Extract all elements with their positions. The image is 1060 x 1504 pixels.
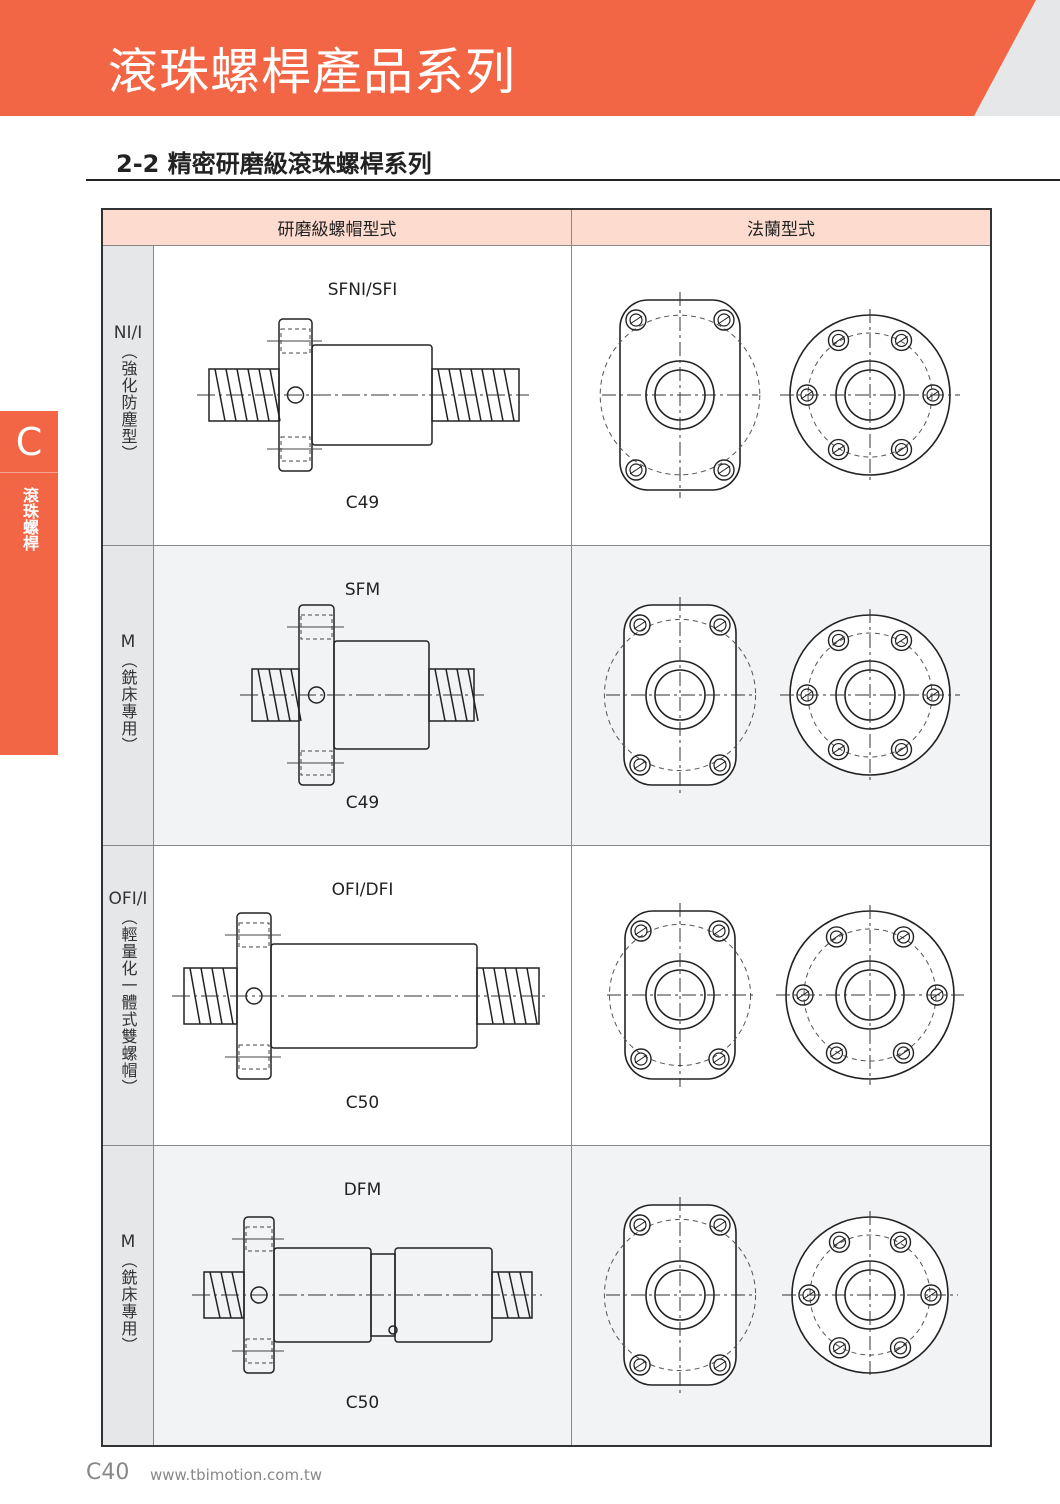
catalog-page-link[interactable]: C50 — [345, 1092, 380, 1113]
nut-drawing — [172, 911, 549, 1080]
cut-flange-view — [599, 291, 761, 498]
nut-type-desc: （輕量化一體式雙螺帽） — [118, 909, 138, 1096]
cut-flange-view — [603, 596, 757, 793]
round-flange-view — [780, 608, 960, 781]
column-header-nut-type: 研磨級螺帽型式 — [101, 208, 572, 246]
nut-type-code: M — [120, 1231, 136, 1252]
flange-drawing-cell — [571, 1144, 992, 1446]
nut-drawing-cell: OFI/DFI C50 — [153, 844, 572, 1146]
nut-drawing-cell: SFM C49 — [153, 544, 572, 846]
cut-flange-view — [607, 902, 753, 1087]
nut-type-desc: （銑床專用） — [118, 651, 138, 754]
nut-drawing-cell: DFM C50 — [153, 1144, 572, 1446]
banner-corner — [974, 0, 1036, 116]
chapter-letter: C — [0, 411, 58, 473]
flange-drawing — [603, 596, 960, 793]
page-number: C40 — [86, 1460, 130, 1485]
nut-drawing — [192, 1215, 542, 1374]
nut-type-code: M — [120, 631, 136, 652]
nut-drawing — [197, 317, 529, 472]
table-row: M （銑床專用） DFM C50 — [101, 1144, 992, 1446]
nut-type-desc: （銑床專用） — [118, 1251, 138, 1354]
product-table: 研磨級螺帽型式 法蘭型式 NI/I （強化防塵型） SFNI/SFI C49 M… — [101, 208, 992, 1447]
nut-type-label: OFI/I （輕量化一體式雙螺帽） — [101, 844, 154, 1146]
nut-drawing-cell: SFNI/SFI C49 — [153, 244, 572, 546]
nut-type-label: M （銑床專用） — [101, 1144, 154, 1446]
model-name: SFNI/SFI — [327, 279, 398, 300]
round-flange-view — [782, 1210, 958, 1379]
catalog-page-link[interactable]: C49 — [345, 792, 380, 813]
catalog-page-link[interactable]: C49 — [345, 492, 380, 513]
banner-corner-fill — [1036, 0, 1060, 116]
cut-flange-view — [603, 1196, 757, 1393]
oil-hole — [388, 1324, 398, 1335]
flange-drawing-cell — [571, 544, 992, 846]
model-name: OFI/DFI — [331, 879, 394, 900]
model-name: DFM — [343, 1179, 382, 1200]
chapter-tab[interactable]: C 滾珠螺桿 — [0, 411, 58, 755]
website-link[interactable]: www.tbimotion.com.tw — [150, 1466, 323, 1484]
round-flange-view — [780, 308, 960, 481]
chapter-label: 滾珠螺桿 — [20, 487, 39, 551]
flange-drawing-cell — [571, 844, 992, 1146]
nut-type-desc: （強化防塵型） — [118, 343, 138, 462]
table-row: M （銑床專用） SFM C49 — [101, 544, 992, 846]
section-title: 2-2 精密研磨級滾珠螺桿系列 — [116, 150, 432, 178]
screw-shaft — [208, 367, 281, 422]
table-row: NI/I （強化防塵型） SFNI/SFI C49 — [101, 244, 992, 546]
catalog-page-link[interactable]: C50 — [345, 1392, 380, 1413]
nut-type-code: NI/I — [113, 323, 143, 343]
page-title: 滾珠螺桿產品系列 — [108, 43, 516, 101]
nut-drawing — [240, 603, 484, 786]
flange-drawing — [599, 291, 960, 498]
round-flange-view — [776, 904, 964, 1085]
model-name: SFM — [344, 579, 381, 600]
flange-drawing — [607, 902, 964, 1087]
table-row: OFI/I （輕量化一體式雙螺帽） OFI/DFI C50 — [101, 844, 992, 1146]
nut-type-label: NI/I （強化防塵型） — [101, 244, 154, 546]
nut-type-code: OFI/I — [108, 889, 148, 909]
flange-drawing-cell — [571, 244, 992, 546]
flange-drawing — [603, 1196, 958, 1393]
column-header-flange-type: 法蘭型式 — [571, 208, 992, 246]
header-banner: 滾珠螺桿產品系列 — [0, 0, 1060, 116]
nut-type-label: M （銑床專用） — [101, 544, 154, 846]
divider — [86, 179, 1060, 181]
